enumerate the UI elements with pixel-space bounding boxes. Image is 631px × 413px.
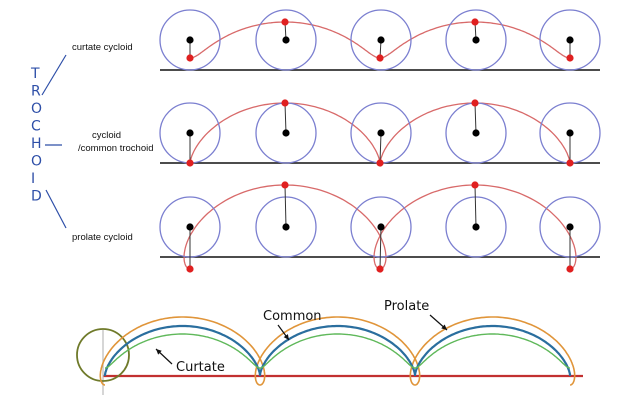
center-point — [472, 129, 480, 137]
center-point — [377, 36, 385, 44]
center-point — [472, 223, 480, 231]
center-point — [282, 36, 290, 44]
combined-trochoid-panel — [76, 314, 583, 395]
center-point — [282, 223, 290, 231]
center-point — [282, 129, 290, 137]
rolling-circle — [445, 196, 507, 258]
row-curtate — [159, 9, 601, 71]
trochoid-rows — [159, 9, 601, 273]
spoke-line — [379, 132, 382, 164]
bracket-line-prolate — [45, 189, 67, 229]
rolling-circle — [255, 9, 317, 71]
label-curtate: Curtate — [176, 360, 225, 375]
tracing-point — [376, 54, 384, 62]
center-point — [186, 223, 194, 231]
center-point — [566, 223, 574, 231]
tracing-point — [281, 99, 289, 107]
tracing-point — [186, 159, 194, 167]
common-curve — [103, 324, 572, 376]
tracing-point — [186, 265, 194, 273]
tracing-point — [186, 54, 194, 62]
center-point — [186, 36, 194, 44]
tracing-point — [566, 159, 574, 167]
bracket-line-curtate — [41, 54, 67, 96]
spoke-line — [284, 184, 287, 228]
spoke-line — [474, 102, 477, 134]
row-label-prolate: prolate cycloid — [72, 232, 133, 243]
row-label-common-trochoid: /common trochoid — [78, 143, 154, 154]
rolling-circle — [445, 9, 507, 71]
center-point — [377, 129, 385, 137]
row-label-cycloid: cycloid — [92, 130, 121, 141]
spoke-line — [379, 226, 382, 270]
tracing-point — [471, 99, 479, 107]
row-prolate — [159, 181, 601, 273]
spoke-line — [284, 102, 287, 134]
rolling-circle-bottom — [76, 328, 130, 382]
tracing-point — [281, 18, 289, 26]
center-point — [566, 36, 574, 44]
label-prolate: Prolate — [384, 299, 429, 314]
tracing-point — [471, 18, 479, 26]
arrow-prolate-head — [441, 324, 447, 330]
rolling-circle — [255, 196, 317, 258]
tracing-point — [471, 181, 479, 189]
row-label-curtate: curtate cycloid — [72, 42, 133, 53]
tracing-point — [281, 181, 289, 189]
spoke-line — [474, 184, 477, 228]
rolling-circle — [350, 196, 412, 258]
tracing-point — [566, 54, 574, 62]
rolling-circle — [350, 9, 412, 71]
prolate-curve — [99, 316, 576, 386]
tracing-point — [376, 265, 384, 273]
arrow-curtate-head — [156, 349, 162, 355]
tracing-point — [376, 159, 384, 167]
curtate-curve — [105, 333, 570, 369]
rolling-circle — [539, 9, 601, 71]
center-point — [566, 129, 574, 137]
row-common — [159, 99, 601, 167]
center-point — [186, 129, 194, 137]
center-point — [377, 223, 385, 231]
center-point — [472, 36, 480, 44]
arrow-common-head — [283, 334, 289, 340]
tracing-point — [566, 265, 574, 273]
label-common: Common — [263, 309, 322, 324]
rolling-circle — [159, 9, 221, 71]
